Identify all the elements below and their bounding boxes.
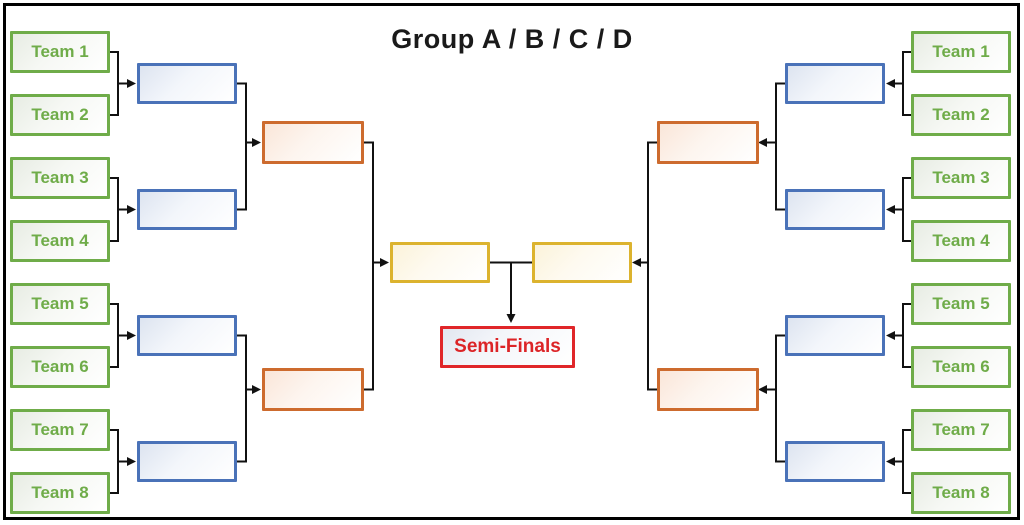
team-box-right-4: Team 4	[911, 220, 1011, 262]
round3-box-right-2	[657, 368, 759, 411]
team-box-right-2: Team 2	[911, 94, 1011, 136]
round2-box-right-1	[785, 63, 885, 104]
team-box-left-1: Team 1	[10, 31, 110, 73]
team-box-left-4: Team 4	[10, 220, 110, 262]
round2-box-left-4	[137, 441, 237, 482]
team-box-right-5: Team 5	[911, 283, 1011, 325]
round3-box-right-1	[657, 121, 759, 164]
round2-box-left-3	[137, 315, 237, 356]
team-box-left-2: Team 2	[10, 94, 110, 136]
round2-box-right-3	[785, 315, 885, 356]
semi-finals-box: Semi-Finals	[440, 326, 575, 368]
team-box-right-1: Team 1	[911, 31, 1011, 73]
team-box-left-5: Team 5	[10, 283, 110, 325]
round2-box-right-4	[785, 441, 885, 482]
team-box-right-6: Team 6	[911, 346, 1011, 388]
round2-box-right-2	[785, 189, 885, 230]
round4-box-right	[532, 242, 632, 283]
round3-box-left-1	[262, 121, 364, 164]
page-title: Group A / B / C / D	[391, 24, 633, 54]
round2-box-left-1	[137, 63, 237, 104]
team-box-right-8: Team 8	[911, 472, 1011, 514]
team-box-left-3: Team 3	[10, 157, 110, 199]
team-box-left-7: Team 7	[10, 409, 110, 451]
team-box-right-3: Team 3	[911, 157, 1011, 199]
round4-box-left	[390, 242, 490, 283]
round2-box-left-2	[137, 189, 237, 230]
team-box-left-8: Team 8	[10, 472, 110, 514]
team-box-left-6: Team 6	[10, 346, 110, 388]
team-box-right-7: Team 7	[911, 409, 1011, 451]
round3-box-left-2	[262, 368, 364, 411]
